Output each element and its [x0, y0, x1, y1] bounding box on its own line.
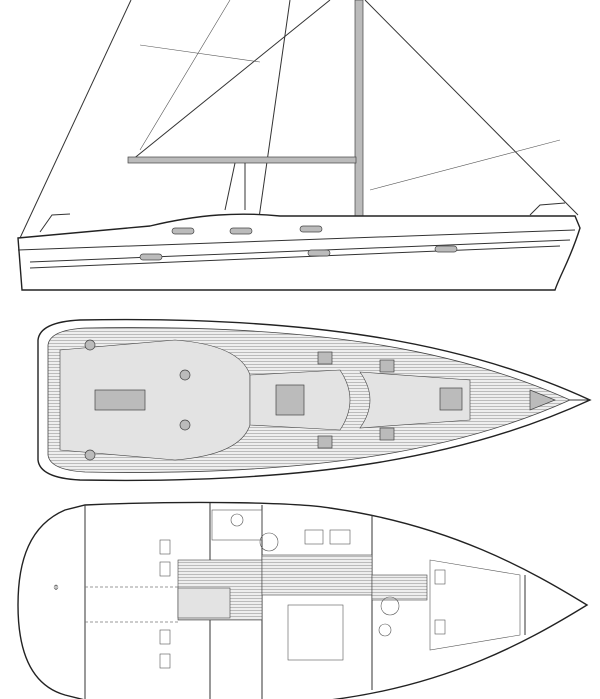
topping-lift: [139, 0, 231, 151]
shower-drain: [259, 532, 279, 552]
boom-vang: [224, 162, 236, 211]
boom: [127, 156, 357, 164]
sink: [329, 529, 351, 545]
toilet: [230, 513, 244, 527]
forehatch: [439, 387, 463, 411]
stove: [304, 529, 324, 545]
cockpit-table: [94, 389, 146, 411]
cushions: [159, 539, 446, 669]
forward-shower-drain: [380, 596, 400, 616]
v-berth: [429, 559, 521, 651]
side-profile-view: [17, 0, 581, 291]
cockpit: [59, 339, 251, 461]
winches: [84, 339, 191, 461]
backstay: [19, 0, 132, 239]
deck-plan-view: [37, 318, 592, 482]
anchor-locker: [529, 389, 556, 411]
stripe-line: [29, 245, 561, 269]
forward-floor: [371, 574, 428, 601]
stripe-line: [29, 239, 571, 263]
foredeck-hatches: [359, 371, 471, 429]
sail-batten: [139, 44, 261, 63]
head-compartment: [211, 509, 263, 541]
jib-foot: [369, 139, 561, 191]
mainsail-leech: [131, 0, 331, 161]
mast: [354, 0, 364, 219]
saloon-table: [287, 604, 344, 661]
hull: [17, 213, 581, 291]
companionway-steps: [177, 587, 231, 619]
hull-outline: [17, 501, 589, 699]
deck-hatches: [317, 351, 395, 449]
galley-floor: [261, 554, 373, 596]
interior-layout-view: ⌽: [17, 501, 589, 699]
pulpit-rails: [39, 202, 566, 233]
sheer-line: [17, 229, 576, 251]
forward-toilet: [378, 623, 392, 637]
rudder-post-icon: ⌽: [53, 582, 59, 593]
forestay: [364, 0, 579, 216]
companionway-hatch: [275, 384, 305, 416]
jib-leech: [257, 0, 291, 226]
portlights: [139, 225, 458, 261]
